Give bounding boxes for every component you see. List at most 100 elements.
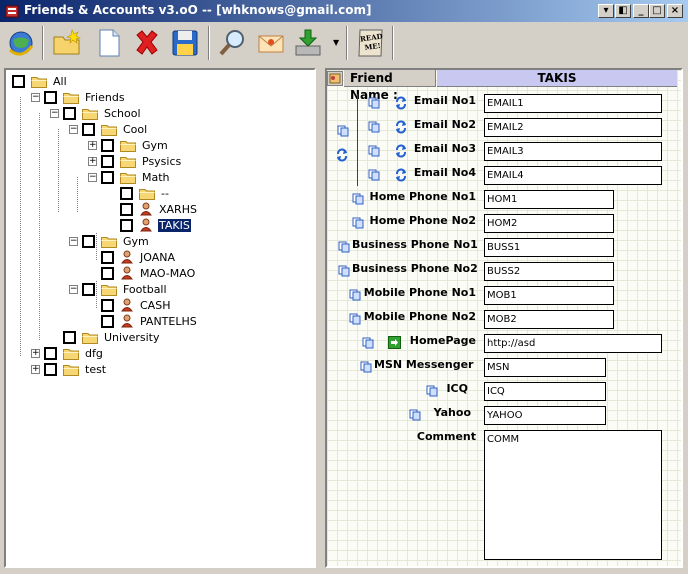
sync-icon[interactable]: [394, 120, 408, 134]
new-document-icon[interactable]: [92, 26, 126, 60]
copy-icon[interactable]: [426, 385, 438, 397]
tree-node[interactable]: PANTELHS: [88, 313, 198, 329]
pin-button[interactable]: ◧: [615, 4, 631, 18]
tree-node[interactable]: All: [12, 73, 68, 89]
mail-icon[interactable]: [254, 26, 288, 60]
new-folder-icon[interactable]: [50, 26, 84, 60]
home-phone2-field[interactable]: HOM2: [484, 214, 614, 233]
node-checkbox[interactable]: [101, 298, 114, 312]
close-button[interactable]: ×: [667, 4, 683, 18]
mobile-phone1-field[interactable]: MOB1: [484, 286, 614, 305]
node-checkbox[interactable]: [44, 346, 57, 360]
copy-icon[interactable]: [409, 409, 421, 421]
tree-node-label[interactable]: TAKIS: [158, 218, 191, 232]
node-checkbox[interactable]: [82, 234, 95, 248]
delete-icon[interactable]: [130, 26, 164, 60]
yahoo-field[interactable]: YAHOO: [484, 406, 606, 425]
chevron-down-icon[interactable]: ▼: [333, 38, 340, 47]
expand-icon[interactable]: +: [31, 363, 40, 374]
icq-field[interactable]: ICQ: [484, 382, 606, 401]
collapse-icon[interactable]: −: [69, 283, 78, 294]
tree-node[interactable]: XARHS: [107, 201, 198, 217]
node-checkbox[interactable]: [12, 74, 25, 88]
save-icon[interactable]: [168, 26, 202, 60]
go-arrow-icon[interactable]: [388, 336, 401, 349]
node-checkbox[interactable]: [44, 90, 57, 104]
copy-icon[interactable]: [362, 337, 374, 349]
tree-node[interactable]: − Math: [88, 169, 171, 185]
copy-icon[interactable]: [368, 97, 380, 109]
node-checkbox[interactable]: [120, 202, 133, 216]
email4-field[interactable]: EMAIL4: [484, 166, 662, 185]
tree-node-label[interactable]: Football: [123, 282, 167, 296]
title-bar[interactable]: [0, 0, 688, 22]
node-checkbox[interactable]: [101, 250, 114, 264]
collapse-icon[interactable]: −: [31, 91, 40, 102]
collapse-icon[interactable]: −: [88, 171, 97, 182]
tree-node-label[interactable]: Friends: [85, 90, 125, 104]
sync-icon[interactable]: [394, 168, 408, 182]
business-phone2-field[interactable]: BUSS2: [484, 262, 614, 281]
tree-node[interactable]: + Gym: [88, 137, 169, 153]
tree-node[interactable]: --: [107, 185, 170, 201]
tree-node[interactable]: + Psysics: [88, 153, 182, 169]
copy-icon[interactable]: [337, 125, 349, 137]
contact-card-icon[interactable]: [327, 71, 343, 86]
expand-icon[interactable]: +: [88, 139, 97, 150]
email2-field[interactable]: EMAIL2: [484, 118, 662, 137]
node-checkbox[interactable]: [101, 138, 114, 152]
globe-refresh-icon[interactable]: [4, 26, 38, 60]
node-checkbox[interactable]: [82, 282, 95, 296]
copy-icon[interactable]: [338, 241, 350, 253]
tree-view[interactable]: All−Friends−School−Cool+Gym+Psysics−Math…: [4, 68, 316, 568]
expand-icon[interactable]: +: [88, 155, 97, 166]
collapse-icon[interactable]: −: [69, 235, 78, 246]
copy-icon[interactable]: [338, 265, 350, 277]
download-icon[interactable]: [292, 26, 326, 60]
tree-node[interactable]: −School: [50, 105, 142, 121]
node-checkbox[interactable]: [101, 154, 114, 168]
node-checkbox[interactable]: [82, 122, 95, 136]
tree-node-label[interactable]: PANTELHS: [140, 314, 197, 328]
tree-node-label[interactable]: Gym: [142, 138, 168, 152]
tree-node-label[interactable]: XARHS: [159, 202, 197, 216]
tree-node-label[interactable]: Gym: [123, 234, 149, 248]
tree-node-label[interactable]: All: [53, 74, 67, 88]
tree-node[interactable]: + test: [31, 361, 107, 377]
tree-node[interactable]: − Friends: [31, 89, 126, 105]
tree-node-label[interactable]: Cool: [123, 122, 148, 136]
collapse-icon[interactable]: −: [50, 107, 59, 118]
readme-icon[interactable]: [354, 26, 388, 60]
msn-field[interactable]: MSN: [484, 358, 606, 377]
tree-node[interactable]: − Gym: [69, 233, 150, 249]
copy-icon[interactable]: [368, 121, 380, 133]
tree-node-label[interactable]: Math: [142, 170, 170, 184]
node-checkbox[interactable]: [120, 186, 133, 200]
collapse-icon[interactable]: −: [69, 123, 78, 134]
tree-node-label[interactable]: University: [104, 330, 160, 344]
email3-field[interactable]: EMAIL3: [484, 142, 662, 161]
tree-node-label[interactable]: MAO-MAO: [140, 266, 196, 280]
node-checkbox[interactable]: [101, 170, 114, 184]
copy-icon[interactable]: [352, 193, 364, 205]
tree-node-label[interactable]: Psysics: [142, 154, 182, 168]
tree-node[interactable]: − Cool: [69, 121, 148, 137]
sync-icon[interactable]: [394, 96, 408, 110]
node-checkbox[interactable]: [63, 106, 76, 120]
home-phone1-field[interactable]: HOM1: [484, 190, 614, 209]
tree-node[interactable]: +dfg: [31, 345, 104, 361]
copy-icon[interactable]: [352, 217, 364, 229]
node-checkbox[interactable]: [120, 218, 133, 232]
tree-node[interactable]: TAKIS: [107, 217, 191, 233]
search-icon[interactable]: [216, 26, 250, 60]
tree-node-label[interactable]: dfg: [85, 346, 103, 360]
copy-icon[interactable]: [368, 169, 380, 181]
tree-node-label[interactable]: test: [85, 362, 107, 376]
node-checkbox[interactable]: [101, 314, 114, 328]
sync-icon[interactable]: [394, 144, 408, 158]
business-phone1-field[interactable]: BUSS1: [484, 238, 614, 257]
minimize-button[interactable]: _: [633, 4, 649, 18]
sync-icon[interactable]: [335, 148, 349, 162]
mobile-phone2-field[interactable]: MOB2: [484, 310, 614, 329]
node-checkbox[interactable]: [63, 330, 76, 344]
